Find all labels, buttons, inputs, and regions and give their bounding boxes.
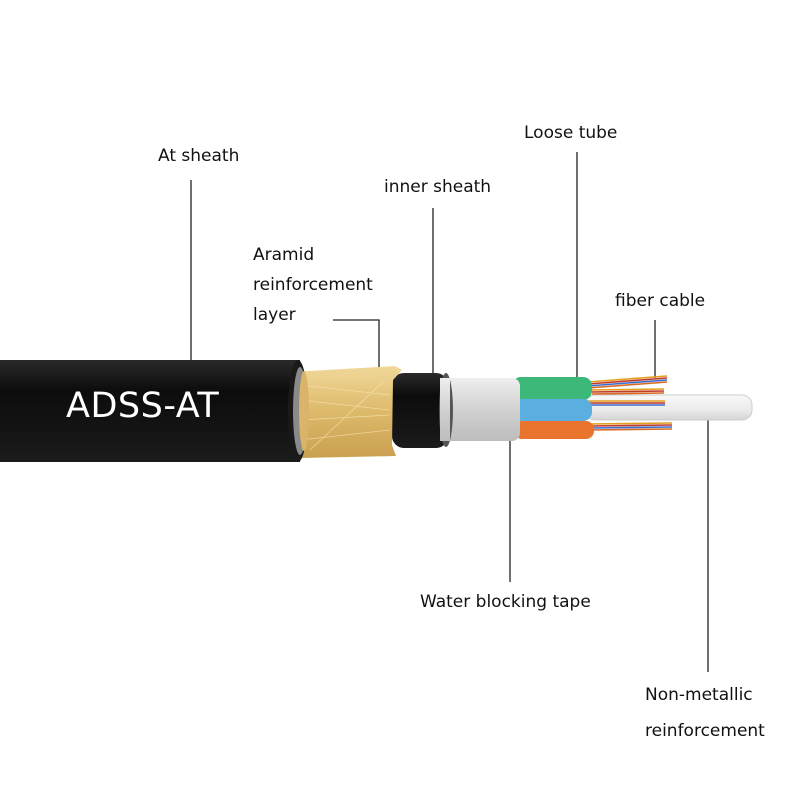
label-water-blocking-tape: Water blocking tape <box>420 592 591 612</box>
loose-tube-green <box>512 377 592 400</box>
loose-tube-orange <box>514 421 594 439</box>
label-non-metallic-line2: reinforcement <box>645 721 765 741</box>
label-loose-tube: Loose tube <box>524 123 618 143</box>
label-non-metallic-line1: Non-metallic <box>645 685 753 705</box>
label-fiber-cable: fiber cable <box>615 291 706 311</box>
outer-at-sheath <box>0 360 300 462</box>
aramid-layer <box>292 366 402 458</box>
leader-lines <box>190 152 709 672</box>
label-at-sheath: At sheath <box>158 146 240 166</box>
loose-tube-blue <box>512 399 592 421</box>
cable-name: ADSS-AT <box>66 386 220 426</box>
label-aramid-line2: reinforcement <box>253 275 373 295</box>
label-aramid-line3: layer <box>253 305 296 325</box>
inner-sheath <box>392 373 448 448</box>
non-metallic-rod <box>584 394 753 421</box>
label-inner-sheath: inner sheath <box>384 177 492 197</box>
leader-aramid <box>333 319 380 375</box>
water-blocking-tape <box>440 378 520 441</box>
label-aramid-line1: Aramid <box>253 245 315 265</box>
label-aramid: Aramid reinforcement layer <box>253 240 373 330</box>
label-non-metallic: Non-metallic reinforcement <box>645 677 765 749</box>
fibers <box>587 375 673 431</box>
